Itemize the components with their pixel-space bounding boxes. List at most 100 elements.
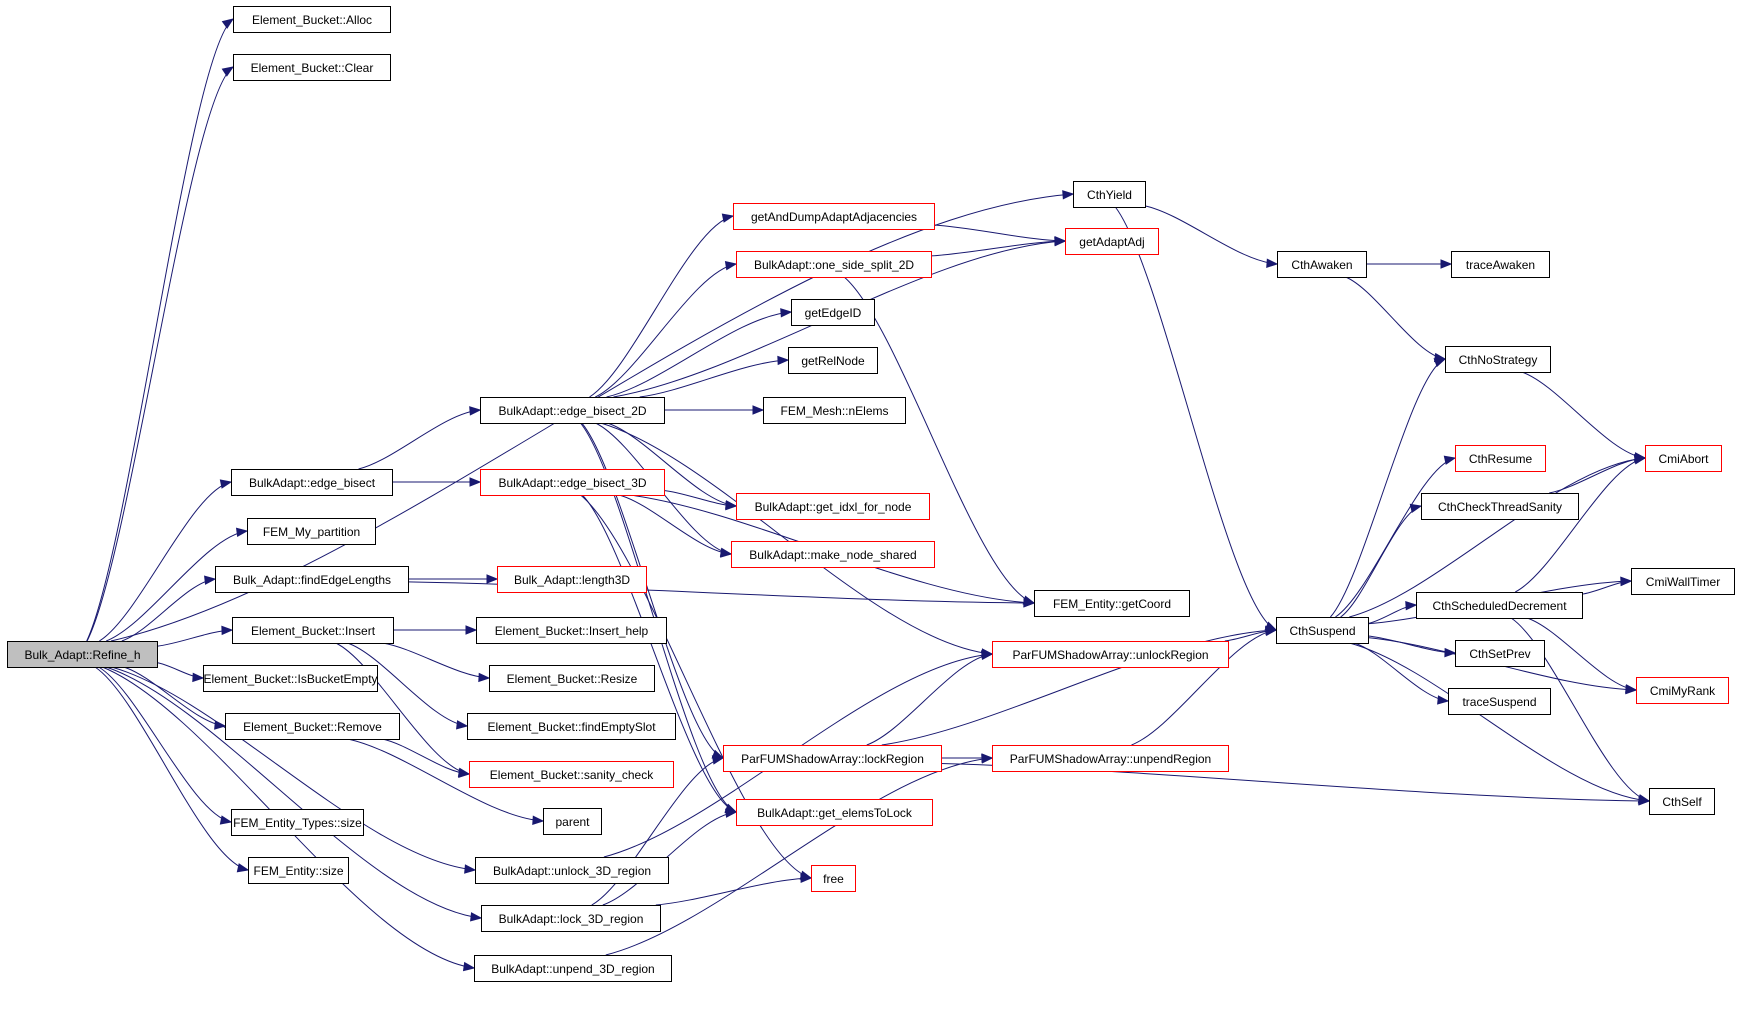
node-cmi-abort[interactable]: CmiAbort (1645, 445, 1722, 472)
node-get-elems-to-lock[interactable]: BulkAdapt::get_elemsToLock (736, 799, 933, 826)
node-eb-insert-help[interactable]: Element_Bucket::Insert_help (476, 617, 667, 644)
edge-cth-sched-decr-to-cmi-my-rank (1526, 617, 1637, 691)
node-cth-self[interactable]: CthSelf (1649, 788, 1715, 815)
node-eb-remove[interactable]: Element_Bucket::Remove (225, 713, 400, 740)
node-refine-h[interactable]: Bulk_Adapt::Refine_h (7, 641, 158, 668)
node-box (7, 641, 158, 668)
edge-cth-suspend-to-cth-resume (1335, 457, 1456, 618)
node-eb-clear[interactable]: Element_Bucket::Clear (233, 54, 391, 81)
node-box (247, 518, 376, 545)
node-eb-insert[interactable]: Element_Bucket::Insert (232, 617, 394, 644)
edge-refine-h-to-fem-entity-types-size (98, 666, 232, 823)
node-label: Element_Bucket::Alloc (252, 13, 372, 27)
node-label: BulkAdapt::edge_bisect_3D (498, 476, 646, 490)
node-make-node-shared[interactable]: BulkAdapt::make_node_shared (731, 541, 935, 568)
node-get-idxl[interactable]: BulkAdapt::get_idxl_for_node (736, 493, 930, 520)
edge-edge-bisect-2d-to-get-idxl (607, 422, 737, 507)
node-box (233, 54, 391, 81)
node-label: parent (555, 815, 590, 829)
node-fem-entity-size[interactable]: FEM_Entity::size (248, 857, 349, 884)
node-trace-suspend[interactable]: traceSuspend (1448, 688, 1551, 715)
arrowhead-icon (219, 479, 233, 489)
arrowhead-icon (532, 815, 545, 825)
node-edge-bisect[interactable]: BulkAdapt::edge_bisect (231, 469, 393, 496)
node-cmi-wall-timer[interactable]: CmiWallTimer (1631, 568, 1735, 595)
arrowhead-icon (1405, 600, 1418, 611)
node-cth-set-prev[interactable]: CthSetPrev (1455, 640, 1545, 667)
node-eb-is-empty[interactable]: Element_Bucket::IsBucketEmpty (203, 665, 378, 692)
edge-refine-h-to-find-edge-lengths (121, 578, 216, 642)
node-box (1451, 251, 1550, 278)
node-cth-check-sanity[interactable]: CthCheckThreadSanity (1421, 493, 1579, 520)
node-label: free (823, 872, 844, 886)
node-label: Bulk_Adapt::findEdgeLengths (233, 573, 391, 587)
node-get-adapt-adj[interactable]: getAdaptAdj (1065, 228, 1159, 255)
node-cth-nostrategy[interactable]: CthNoStrategy (1445, 346, 1551, 373)
node-box (788, 347, 878, 374)
node-box (203, 665, 378, 692)
edge-cth-sched-decr-to-cth-self (1510, 617, 1650, 802)
edge-cth-nostrategy-to-cmi-abort (1521, 371, 1646, 459)
node-cth-sched-decr[interactable]: CthScheduledDecrement (1416, 592, 1583, 619)
node-box (480, 397, 665, 424)
node-box (248, 857, 349, 884)
arrowhead-icon (1633, 455, 1647, 465)
arrowhead-icon (219, 815, 233, 825)
arrowhead-icon (981, 650, 994, 660)
node-get-dump-adj[interactable]: getAndDumpAdaptAdjacencies (733, 203, 935, 230)
node-box (733, 203, 935, 230)
node-parent[interactable]: parent (543, 808, 602, 835)
node-trace-awaken[interactable]: traceAwaken (1451, 251, 1550, 278)
node-get-rel-node[interactable]: getRelNode (788, 347, 878, 374)
node-fem-entity-types-size[interactable]: FEM_Entity_Types::size (231, 809, 364, 836)
node-eb-resize[interactable]: Element_Bucket::Resize (489, 665, 655, 692)
node-cth-yield[interactable]: CthYield (1073, 181, 1146, 208)
node-box (1416, 592, 1583, 619)
node-one-side-split[interactable]: BulkAdapt::one_side_split_2D (736, 251, 932, 278)
node-box (475, 857, 669, 884)
arrowhead-icon (221, 66, 235, 77)
edge-eb-remove-to-parent (347, 738, 544, 822)
edge-lock-3d-to-lock-region (591, 757, 724, 906)
node-lock-region[interactable]: ParFUMShadowArray::lockRegion (723, 745, 942, 772)
node-length3d[interactable]: Bulk_Adapt::length3D (497, 566, 647, 593)
node-unlock-3d[interactable]: BulkAdapt::unlock_3D_region (475, 857, 669, 884)
node-cth-resume[interactable]: CthResume (1455, 445, 1546, 472)
node-label: FEM_Entity::size (253, 864, 343, 878)
node-unpend-3d[interactable]: BulkAdapt::unpend_3D_region (474, 955, 672, 982)
node-label: getAndDumpAdaptAdjacencies (751, 210, 917, 224)
node-fem-my-partition[interactable]: FEM_My_partition (247, 518, 376, 545)
edge-eb-insert-to-eb-find-empty (347, 642, 468, 727)
arrowhead-icon (777, 355, 790, 366)
node-box (723, 745, 942, 772)
node-label: CthCheckThreadSanity (1438, 500, 1562, 514)
node-eb-find-empty[interactable]: Element_Bucket::findEmptySlot (467, 713, 676, 740)
node-cmi-my-rank[interactable]: CmiMyRank (1636, 677, 1729, 704)
node-get-edge-id[interactable]: getEdgeID (791, 299, 875, 326)
node-free[interactable]: free (811, 865, 856, 892)
node-cth-suspend[interactable]: CthSuspend (1276, 617, 1369, 644)
node-eb-sanity[interactable]: Element_Bucket::sanity_check (469, 761, 674, 788)
edge-eb-insert-to-eb-sanity (335, 642, 470, 775)
edge-eb-insert-to-eb-resize (382, 642, 490, 679)
node-label: traceAwaken (1466, 258, 1535, 272)
node-unpend-region[interactable]: ParFUMShadowArray::unpendRegion (992, 745, 1229, 772)
node-label: CmiWallTimer (1646, 575, 1720, 589)
node-cth-awaken[interactable]: CthAwaken (1277, 251, 1367, 278)
node-fem-mesh-nelems[interactable]: FEM_Mesh::nElems (763, 397, 906, 424)
node-edge-bisect-2d[interactable]: BulkAdapt::edge_bisect_2D (480, 397, 665, 424)
node-unlock-region[interactable]: ParFUMShadowArray::unlockRegion (992, 641, 1229, 668)
node-find-edge-lengths[interactable]: Bulk_Adapt::findEdgeLengths (215, 566, 409, 593)
node-box (231, 809, 364, 836)
node-lock-3d[interactable]: BulkAdapt::lock_3D_region (481, 905, 661, 932)
node-label: Bulk_Adapt::length3D (514, 573, 630, 587)
arrowhead-icon (464, 864, 477, 874)
node-box (232, 617, 394, 644)
node-fem-entity-getcoord[interactable]: FEM_Entity::getCoord (1034, 590, 1190, 617)
edge-lock-region-to-cth-suspend (881, 629, 1277, 746)
node-edge-bisect-3d[interactable]: BulkAdapt::edge_bisect_3D (480, 469, 665, 496)
node-box (1073, 181, 1146, 208)
edge-lock-region-to-unlock-region (866, 653, 993, 746)
node-eb-alloc[interactable]: Element_Bucket::Alloc (233, 6, 391, 33)
